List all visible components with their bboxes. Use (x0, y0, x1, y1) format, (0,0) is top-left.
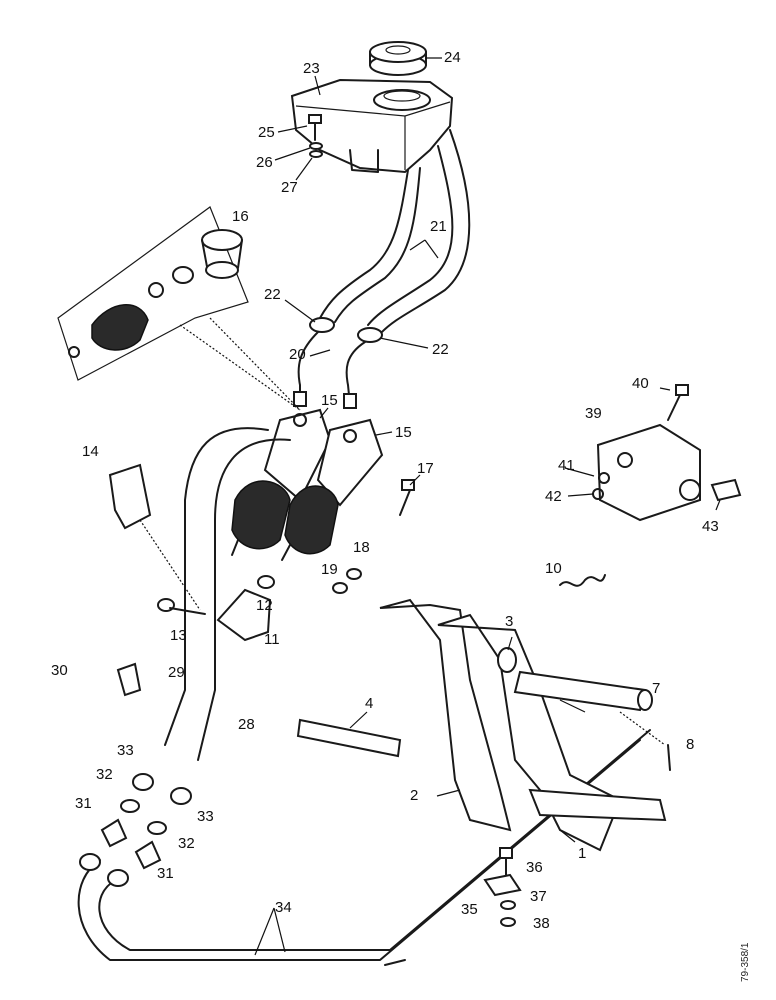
reference-code: 79-358/1 (740, 942, 751, 982)
fluid-reservoir (290, 78, 454, 174)
callout-26: 26 (256, 154, 273, 171)
callout-30: 30 (51, 662, 68, 679)
callout-13: 13 (170, 627, 187, 644)
callout-2: 2 (410, 787, 419, 804)
callout-4: 4 (365, 695, 374, 712)
callout-29: 29 (168, 664, 185, 681)
callout-27: 27 (281, 179, 298, 196)
callout-10: 10 (545, 560, 562, 577)
callout-37: 37 (530, 888, 547, 905)
callout-25: 25 (258, 124, 275, 141)
reservoir-screw (308, 114, 323, 158)
callout-18: 18 (353, 539, 370, 556)
callout-32b: 32 (178, 835, 195, 852)
callout-31a: 31 (75, 795, 92, 812)
callout-15b: 15 (395, 424, 412, 441)
callout-21: 21 (430, 218, 447, 235)
callout-36: 36 (526, 859, 543, 876)
callout-14: 14 (82, 443, 99, 460)
hose-clips-and-pipes (293, 317, 383, 409)
callout-34: 34 (275, 899, 292, 916)
callout-33b: 33 (197, 808, 214, 825)
callout-23: 23 (303, 60, 320, 77)
reservoir-cap (369, 41, 427, 76)
pedal-assembly (296, 574, 671, 852)
callout-28: 28 (238, 716, 255, 733)
pipe-fittings (79, 773, 192, 887)
callout-22b: 22 (432, 341, 449, 358)
callout-15a: 15 (321, 392, 338, 409)
callout-31b: 31 (157, 865, 174, 882)
callout-11: 11 (264, 631, 280, 648)
callout-17: 17 (417, 460, 434, 477)
callout-1: 1 (578, 845, 587, 862)
callout-42: 42 (545, 488, 562, 505)
small-hardware (108, 463, 415, 697)
callout-38: 38 (533, 915, 550, 932)
callout-32a: 32 (96, 766, 113, 783)
callout-24: 24 (444, 49, 461, 66)
callout-40: 40 (632, 375, 649, 392)
callout-39: 39 (585, 405, 602, 422)
callout-7: 7 (652, 680, 661, 697)
leader-lines (254, 57, 721, 956)
callout-8: 8 (686, 736, 695, 753)
seal-kit-inset (57, 206, 301, 411)
callout-3: 3 (505, 613, 514, 630)
reservoir-hoses (319, 129, 471, 335)
callout-20: 20 (289, 346, 306, 363)
callout-22a: 22 (264, 286, 281, 303)
callout-19: 19 (321, 561, 338, 578)
callout-12: 12 (256, 597, 273, 614)
pressure-valve (592, 384, 742, 522)
pedal-stop-hardware (483, 847, 522, 927)
callout-43: 43 (702, 518, 719, 535)
callout-35: 35 (461, 901, 478, 918)
callout-41: 41 (558, 457, 575, 474)
callout-16: 16 (232, 208, 249, 225)
master-cylinders (231, 408, 384, 561)
callout-33a: 33 (117, 742, 134, 759)
